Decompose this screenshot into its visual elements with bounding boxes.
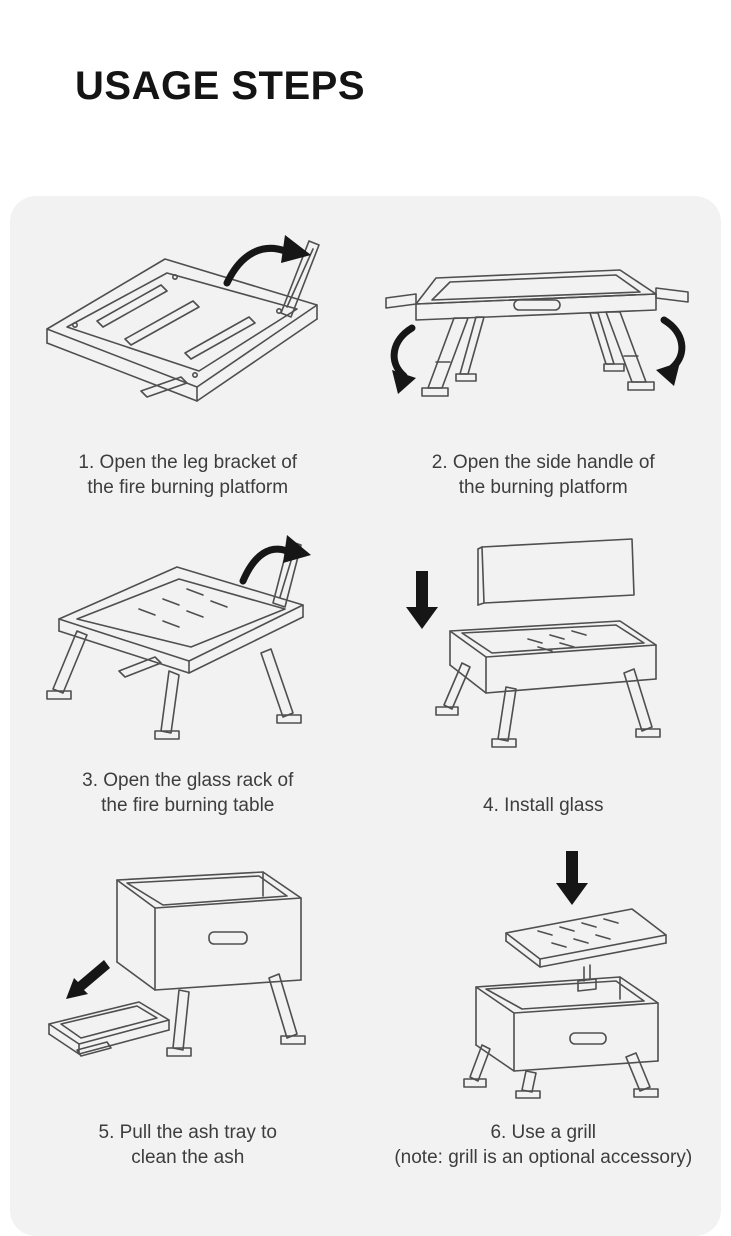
side-handle-drawing <box>385 269 690 397</box>
step-5: 5. Pull the ash tray to clean the ash <box>10 828 366 1180</box>
step-caption-line: 5. Pull the ash tray to <box>98 1121 278 1143</box>
step-caption: 1. Open the leg bracket of the fire burn… <box>78 450 297 500</box>
step-6-illustration <box>366 828 722 1120</box>
step-2: 2. Open the side handle of the burning p… <box>366 210 722 510</box>
platform-line-art <box>385 269 690 397</box>
ash-tray-drawing <box>47 871 306 1058</box>
step-2-illustration <box>366 210 722 450</box>
step-3: 3. Open the glass rack of the fire burni… <box>10 510 366 828</box>
grill-drawing <box>463 850 668 1099</box>
step-caption-line: the burning platform <box>458 476 628 498</box>
step-caption-line: the fire burning table <box>101 794 275 816</box>
step-caption: 6. Use a grill (note: grill is an option… <box>394 1120 692 1170</box>
step-caption: 5. Pull the ash tray to clean the ash <box>99 1120 278 1170</box>
step-1: 1. Open the leg bracket of the fire burn… <box>10 210 366 510</box>
step-caption-line: 3. Open the glass rack of <box>82 769 294 791</box>
step-3-illustration <box>10 510 366 768</box>
pull-out-arrow-icon <box>65 960 110 1000</box>
step-5-illustration <box>10 828 366 1120</box>
rotate-arrow-right-icon <box>656 316 686 386</box>
step-caption-line: (note: grill is an optional accessory) <box>394 1146 693 1168</box>
step-caption-line: 6. Use a grill <box>490 1121 597 1143</box>
step-caption-line: 1. Open the leg bracket of <box>78 451 298 473</box>
step-caption: 2. Open the side handle of the burning p… <box>432 450 655 500</box>
step-caption: 4. Install glass <box>483 793 603 818</box>
rotate-arrow-icon <box>223 235 311 287</box>
step-caption-line: the fire burning platform <box>87 476 289 498</box>
rotate-arrow-left-icon <box>390 324 417 394</box>
platform-line-art <box>45 240 320 403</box>
firepit-line-art <box>463 908 668 1099</box>
step-4-illustration <box>366 510 722 793</box>
steps-card: 1. Open the leg bracket of the fire burn… <box>10 196 721 1236</box>
step-4: 4. Install glass <box>366 510 722 828</box>
glass-rack-drawing <box>45 534 311 740</box>
firepit-line-art <box>435 538 662 749</box>
install-glass-drawing <box>406 538 662 749</box>
step-caption-line: clean the ash <box>131 1146 245 1168</box>
down-arrow-icon <box>556 850 589 905</box>
step-caption-line: 2. Open the side handle of <box>431 451 655 473</box>
platform-line-art <box>45 540 304 740</box>
rotate-arrow-icon <box>239 534 311 585</box>
step-caption: 3. Open the glass rack of the fire burni… <box>82 768 293 818</box>
step-caption-line: 4. Install glass <box>483 794 604 816</box>
firepit-line-art <box>47 871 306 1058</box>
steps-grid: 1. Open the leg bracket of the fire burn… <box>10 196 721 1180</box>
step-6: 6. Use a grill (note: grill is an option… <box>366 828 722 1180</box>
leg-bracket-drawing <box>45 235 320 403</box>
page-title: USAGE STEPS <box>75 64 366 108</box>
step-1-illustration <box>10 210 366 450</box>
down-arrow-icon <box>406 571 439 630</box>
